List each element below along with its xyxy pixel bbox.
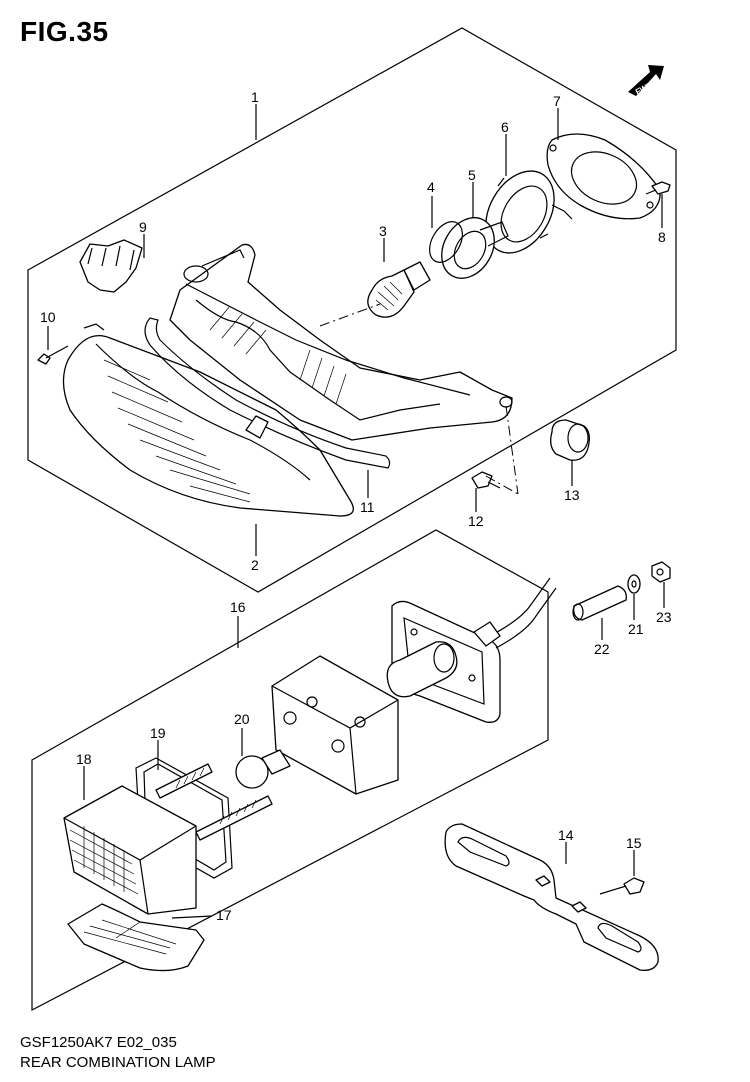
fwd-arrow-icon: FWD [628,65,664,97]
part-16-socket-barrel [386,641,458,698]
callout-1: 1 [251,89,259,105]
part-1-lamp-housing [169,243,513,441]
callout-11: 11 [360,499,375,515]
callout-7: 7 [553,93,561,109]
callout-9: 9 [139,219,147,235]
callout-16: 16 [230,599,246,615]
lamp-holder-frame [271,655,399,795]
callout-20: 20 [234,711,250,727]
leader-lines [47,104,665,919]
callout-14: 14 [558,827,574,843]
callout-12: 12 [468,513,484,529]
part-16-lamp-base [391,577,557,723]
part-13-grommet [550,419,590,461]
part-22-spacer [572,585,627,621]
callout-19: 19 [150,725,166,741]
part-18-lens-cover [63,785,197,915]
callout-8: 8 [658,229,666,245]
part-17-reflector [67,903,205,972]
figure-number: FIG.35 [20,16,109,47]
part-4-socket-plate [429,221,463,263]
model-code: GSF1250AK7 E02_035 [20,1034,177,1051]
callout-21: 21 [628,621,644,637]
assembly-name: REAR COMBINATION LAMP [20,1054,216,1071]
part-10-screw [37,345,69,365]
part-11-seal-strip [144,317,391,469]
callout-2: 2 [251,557,259,573]
fwd-label: FWD [634,80,655,97]
callout-18: 18 [76,751,92,767]
part-14-bracket [444,823,659,971]
callout-4: 4 [427,179,435,195]
callout-10: 10 [40,309,56,325]
callout-15: 15 [626,835,642,851]
upper-assembly-frame [27,27,677,593]
part-3-bulb [367,261,431,318]
part-12-screw [471,471,501,489]
callout-17: 17 [216,907,232,923]
part-9-clip [79,239,143,293]
part-5-bulb-socket [441,217,509,279]
part-8-screw [645,181,671,195]
callout-3: 3 [379,223,387,239]
mounting-bolts [155,763,273,841]
part-6-socket-ring [485,170,573,254]
callout-13: 13 [564,487,580,503]
callout-23: 23 [656,609,672,625]
part-21-washer [627,574,641,594]
callout-5: 5 [468,167,476,183]
part-23-nut [651,561,671,583]
part-7-gasket [546,133,661,220]
part-15-screw [599,877,645,895]
callout-6: 6 [501,119,509,135]
callout-22: 22 [594,641,610,657]
lower-assembly-frame [31,529,549,1011]
part-20-bulb [235,749,291,789]
part-2-lens [62,323,354,517]
